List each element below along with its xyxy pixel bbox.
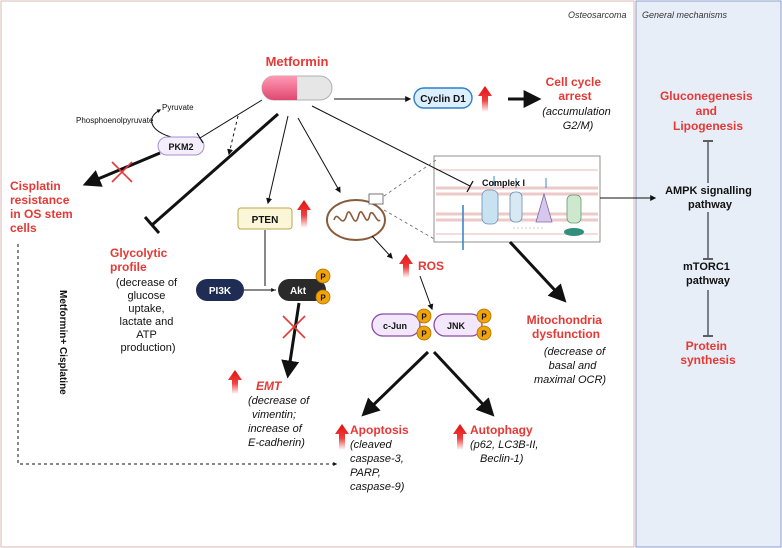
- pten-label: PTEN: [252, 215, 279, 226]
- panel-title-osteosarcoma: Osteosarcoma: [568, 10, 627, 20]
- protein-synthesis-label: Protein synthesis: [680, 339, 736, 367]
- svg-text:P: P: [320, 273, 326, 282]
- connector-lines: [17, 90, 713, 466]
- svg-text:P: P: [421, 330, 427, 339]
- block-cross-icon: [282, 315, 306, 339]
- up-arrow-icon: [399, 254, 413, 278]
- emt-title: EMT: [256, 379, 283, 393]
- jnk-node: [433, 313, 483, 337]
- cyclin-d1-node: [413, 87, 473, 109]
- combo-label: Metformin+ Cisplatine: [57, 290, 68, 395]
- pi3k-node: [196, 279, 244, 301]
- svg-text:P: P: [481, 313, 487, 322]
- pkm2-node: [157, 136, 205, 156]
- pyruvate-label: Pyruvate: [162, 103, 194, 112]
- autophagy-description: (p62, LC3B-II, Beclin-1): [470, 439, 542, 465]
- c-jun-label: c-Jun: [383, 321, 407, 331]
- up-arrow-icon: [335, 424, 349, 450]
- apoptosis-title: Apoptosis: [350, 423, 409, 437]
- pten-node: [237, 207, 293, 230]
- glycolytic-description: (decrease of glucose uptake, lactate and…: [116, 277, 180, 354]
- mtorc1-label: mTORC1 pathway: [683, 261, 733, 287]
- akt-label: Akt: [290, 286, 307, 297]
- apoptosis-description: (cleaved caspase-3, PARP, caspase-9): [350, 439, 407, 493]
- emt-description: (decrease of vimentin; increase of E-cad…: [248, 395, 312, 449]
- cell-cycle-title: Cell cycle arrest: [546, 75, 605, 103]
- up-arrow-icon: [478, 86, 492, 112]
- up-arrow-icon: [297, 200, 311, 228]
- cyclin-d1-label: Cyclin D1: [420, 94, 466, 105]
- c-jun-phospho-icon: P P: [416, 308, 432, 341]
- mito-dysfunction-title: Mitochondria dysfunction: [527, 313, 606, 341]
- svg-text:P: P: [320, 294, 326, 303]
- mito-dysfunction-description: (decrease of basal and maximal OCR): [534, 346, 608, 386]
- metformin-pill-icon: [261, 75, 333, 101]
- block-cross-icon: [111, 161, 133, 183]
- mitochondrion-icon: [326, 193, 386, 241]
- complex-i-label: Complex I: [482, 178, 525, 188]
- gluconeogenesis-label: Gluconegenesis and Lipogenesis: [660, 89, 756, 133]
- ampk-label: AMPK signalling pathway: [665, 185, 755, 211]
- phosphoenolpyruvate-label: Phosphoenolpyruvate: [76, 116, 154, 125]
- svg-text:P: P: [481, 330, 487, 339]
- glycolytic-title: Glycolytic profile: [110, 246, 171, 274]
- autophagy-title: Autophagy: [470, 423, 533, 437]
- cisplatin-resistance-label: Cisplatin resistance in OS stem cells: [10, 179, 76, 235]
- general-mechanisms-panel: [635, 0, 782, 548]
- svg-text:P: P: [421, 313, 427, 322]
- up-arrow-icon: [453, 424, 467, 450]
- c-jun-node: [371, 313, 421, 337]
- metformin-label: Metformin: [266, 54, 329, 69]
- panel-title-general: General mechanisms: [642, 10, 728, 20]
- jnk-label: JNK: [447, 321, 466, 331]
- jnk-phospho-icon: P P: [476, 308, 492, 341]
- pi3k-label: PI3K: [209, 286, 232, 297]
- ros-label: ROS: [418, 259, 444, 273]
- akt-node: [278, 279, 326, 301]
- complex-i-membrane-inset: [433, 155, 601, 250]
- cell-cycle-description: (accumulation G2/M): [542, 106, 614, 132]
- akt-phospho-icon: P P: [315, 268, 331, 305]
- up-arrow-icon: [228, 370, 242, 394]
- pkm2-label: PKM2: [168, 142, 193, 152]
